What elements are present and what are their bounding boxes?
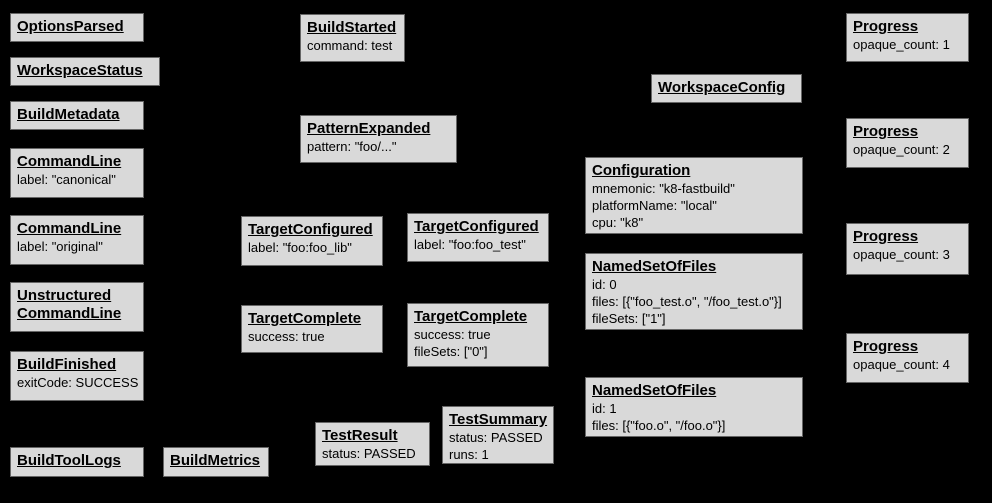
node-build-started: BuildStarted command: test [300,14,405,62]
node-target-configured-lib: TargetConfigured label: "foo:foo_lib" [241,216,383,266]
node-attribute: pattern: "foo/..." [307,139,397,154]
node-title: Progress [853,228,919,245]
node-attribute: files: [{"foo_test.o", "/foo_test.o"}] [592,294,782,309]
node-title: OptionsParsed [17,18,124,35]
node-configuration: Configuration mnemonic: "k8-fastbuild" p… [585,157,803,234]
node-title: BuildStarted [307,19,397,36]
node-command-line-original: CommandLine label: "original" [10,215,144,265]
node-progress-2: Progress opaque_count: 2 [846,118,969,168]
node-title: Progress [853,123,919,140]
node-attribute: status: PASSED [449,430,543,445]
node-progress-1: Progress opaque_count: 1 [846,13,969,62]
node-attribute: opaque_count: 4 [853,357,950,372]
node-attribute: mnemonic: "k8-fastbuild" [592,181,735,196]
node-title: BuildMetadata [17,106,120,123]
node-attribute: cpu: "k8" [592,215,644,230]
node-pattern-expanded: PatternExpanded pattern: "foo/..." [300,115,457,163]
node-test-summary: TestSummary status: PASSED runs: 1 [442,406,554,464]
node-attribute: exitCode: SUCCESS [17,375,139,390]
node-attribute: opaque_count: 2 [853,142,950,157]
node-workspace-status: WorkspaceStatus [10,57,160,86]
node-title: TargetComplete [414,308,528,325]
node-title: TargetConfigured [248,221,373,238]
node-progress-4: Progress opaque_count: 4 [846,333,969,383]
node-attribute: fileSets: ["1"] [592,311,666,326]
node-command-line-canonical: CommandLine label: "canonical" [10,148,144,198]
node-test-result: TestResult status: PASSED [315,422,430,466]
node-attribute: files: [{"foo.o", "/foo.o"}] [592,418,726,433]
node-attribute: id: 1 [592,401,617,416]
node-attribute: label: "foo:foo_lib" [248,240,352,255]
node-title: CommandLine [17,153,122,170]
node-attribute: label: "original" [17,239,103,254]
node-attribute: success: true [248,329,325,344]
node-attribute: id: 0 [592,277,617,292]
node-title: BuildFinished [17,356,117,373]
node-title: PatternExpanded [307,120,431,137]
node-progress-3: Progress opaque_count: 3 [846,223,969,275]
node-title: Configuration [592,162,691,179]
node-target-configured-test: TargetConfigured label: "foo:foo_test" [407,213,549,262]
node-attribute: command: test [307,38,393,53]
node-attribute: opaque_count: 1 [853,37,950,52]
node-named-set-of-files-0: NamedSetOfFiles id: 0 files: [{"foo_test… [585,253,803,330]
node-title: TargetComplete [248,310,362,327]
node-attribute: label: "canonical" [17,172,116,187]
node-build-finished: BuildFinished exitCode: SUCCESS [10,351,144,401]
node-title: NamedSetOfFiles [592,258,717,275]
node-title: WorkspaceStatus [17,62,143,79]
node-workspace-config: WorkspaceConfig [651,74,802,103]
node-title: Progress [853,18,919,35]
node-title: Unstructured CommandLine [17,287,122,322]
node-attribute: runs: 1 [449,447,489,462]
node-title: NamedSetOfFiles [592,382,717,399]
node-title: BuildMetrics [170,452,261,469]
node-attribute: success: true [414,327,491,342]
node-attribute: status: PASSED [322,446,416,461]
node-title: Progress [853,338,919,355]
node-build-metrics: BuildMetrics [163,447,269,477]
node-target-complete-test: TargetComplete success: true fileSets: [… [407,303,549,367]
node-title: TestSummary [449,411,548,428]
node-build-metadata: BuildMetadata [10,101,144,130]
node-target-complete-lib: TargetComplete success: true [241,305,383,353]
node-title: WorkspaceConfig [658,79,786,96]
node-unstructured-command-line: Unstructured CommandLine [10,282,144,332]
node-title: TargetConfigured [414,218,539,235]
node-named-set-of-files-1: NamedSetOfFiles id: 1 files: [{"foo.o", … [585,377,803,437]
node-attribute: fileSets: ["0"] [414,344,488,359]
node-attribute: platformName: "local" [592,198,717,213]
node-title: BuildToolLogs [17,452,121,469]
node-build-tool-logs: BuildToolLogs [10,447,144,477]
node-title: TestResult [322,427,398,444]
node-attribute: opaque_count: 3 [853,247,950,262]
node-attribute: label: "foo:foo_test" [414,237,526,252]
node-title: CommandLine [17,220,122,237]
node-options-parsed: OptionsParsed [10,13,144,42]
